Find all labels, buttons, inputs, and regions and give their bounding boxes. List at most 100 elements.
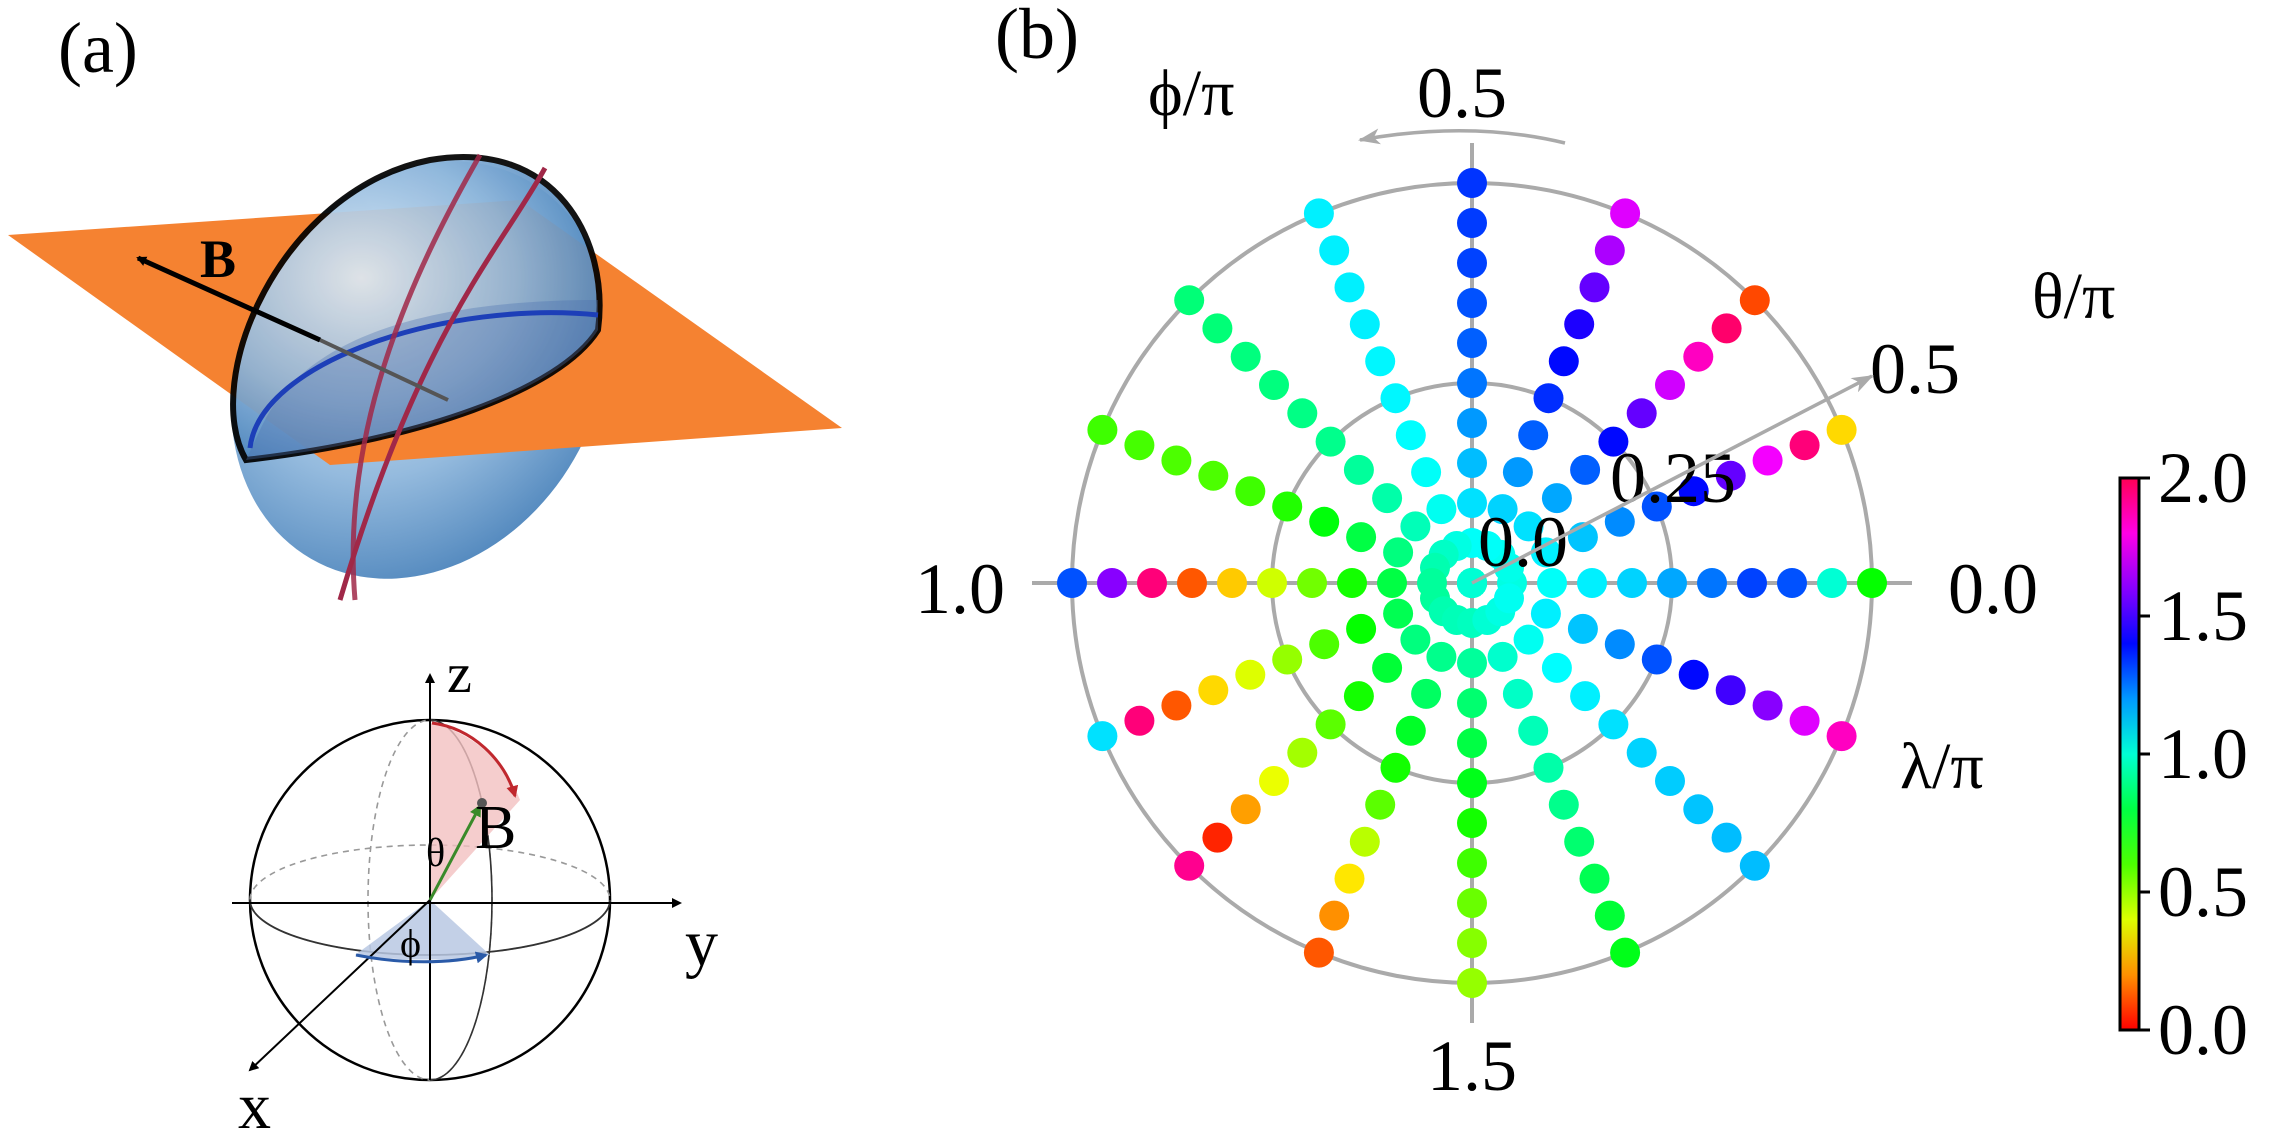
ellipse-red-lower — [350, 153, 483, 601]
data-point — [1272, 491, 1303, 522]
data-point — [1161, 690, 1192, 721]
data-point — [1287, 737, 1318, 768]
data-point — [1457, 928, 1487, 958]
data-point — [1257, 568, 1287, 598]
data-point — [1494, 583, 1524, 614]
data-point — [1518, 420, 1549, 451]
data-point — [1202, 313, 1233, 344]
data-point — [1426, 494, 1457, 525]
data-point — [1161, 445, 1192, 476]
data-point — [1380, 752, 1411, 783]
data-point — [1457, 488, 1487, 518]
data-point — [1697, 568, 1727, 598]
data-point — [1372, 483, 1403, 514]
colorbar-tick-label: 1.0 — [2158, 714, 2248, 794]
theta-axis-title: θ/π — [2032, 260, 2115, 333]
data-point — [1365, 346, 1396, 377]
colorbar-bar — [2118, 476, 2141, 1032]
data-point — [1411, 678, 1442, 709]
data-point — [1230, 794, 1261, 825]
data-point — [1137, 568, 1167, 598]
data-point — [1626, 737, 1657, 768]
data-point — [1530, 537, 1561, 568]
data-point — [1537, 568, 1567, 598]
data-point — [1411, 457, 1442, 488]
data-point — [1303, 198, 1334, 229]
data-point — [1457, 888, 1487, 918]
data-point — [1400, 624, 1431, 655]
panel-b: (b) ϕ/π θ/π λ/π 0.00.51.01.50.00.250.5 0… — [915, 0, 2248, 1106]
radial-tick-label: 0.5 — [1870, 329, 1960, 409]
data-point — [1309, 629, 1340, 660]
data-point — [1259, 370, 1289, 400]
data-point — [1309, 506, 1340, 537]
z-axis-label: z — [447, 643, 472, 705]
y-axis-label: y — [685, 907, 718, 980]
data-point — [1752, 445, 1783, 476]
data-point — [1610, 937, 1641, 968]
data-point — [1457, 448, 1487, 478]
data-point — [1579, 272, 1610, 303]
data-point — [1739, 850, 1770, 881]
data-point — [1230, 341, 1261, 372]
polar-tick-labels: 0.00.51.01.50.00.250.5 — [915, 53, 2038, 1106]
data-point — [1337, 568, 1367, 598]
data-point — [1272, 644, 1303, 675]
data-point — [1235, 659, 1266, 690]
data-point — [1319, 900, 1350, 931]
phi-label: ϕ — [400, 921, 421, 966]
data-point — [1711, 822, 1742, 853]
data-point — [1297, 568, 1327, 598]
data-point — [1457, 768, 1487, 798]
data-point — [1287, 398, 1318, 429]
data-point — [1217, 568, 1247, 598]
data-point — [1570, 454, 1601, 485]
data-point — [1487, 641, 1518, 672]
data-point — [1577, 568, 1607, 598]
polar-points — [1057, 168, 1887, 998]
data-point — [1487, 494, 1518, 525]
data-point — [1567, 613, 1598, 644]
data-point — [1346, 613, 1377, 644]
data-point — [1349, 826, 1380, 857]
data-point — [1598, 709, 1629, 740]
data-point — [1365, 789, 1396, 820]
phi-axis-title: ϕ/π — [1148, 57, 1234, 130]
data-point — [1457, 368, 1487, 398]
data-point — [1711, 313, 1742, 344]
data-point — [1380, 383, 1411, 414]
data-point — [1683, 341, 1714, 372]
data-point — [1789, 705, 1820, 736]
data-point — [1683, 794, 1714, 825]
colorbar-tick-label: 2.0 — [2158, 438, 2248, 518]
data-point — [1198, 675, 1229, 706]
phi-arc — [355, 951, 488, 964]
field-b-vector[interactable] — [136, 255, 322, 343]
data-point — [1657, 568, 1687, 598]
field-b-label: B — [200, 229, 236, 289]
data-point — [1198, 460, 1229, 491]
colorbar-tick-label: 0.0 — [2158, 990, 2248, 1070]
theta-direction-arrow — [1471, 374, 1874, 585]
data-point — [1564, 826, 1595, 857]
sphere-b-point — [477, 798, 487, 808]
data-point — [1457, 848, 1487, 878]
phi-wedge — [355, 900, 490, 960]
theta-label: θ — [426, 830, 445, 875]
data-point — [1377, 568, 1407, 598]
field-b-vector-inner — [319, 338, 449, 402]
data-point — [1334, 272, 1365, 303]
data-point — [1426, 641, 1457, 672]
data-point — [1513, 511, 1544, 542]
data-point — [1715, 460, 1746, 491]
data-point — [1594, 900, 1625, 931]
data-point — [1383, 598, 1414, 629]
data-point — [1457, 408, 1487, 438]
data-point — [1826, 721, 1857, 752]
data-point — [1826, 414, 1857, 445]
data-point — [1334, 863, 1365, 894]
data-point — [1626, 398, 1657, 429]
data-point — [1594, 235, 1625, 266]
phi-direction-arrow — [1358, 128, 1566, 145]
data-point — [1346, 522, 1377, 553]
